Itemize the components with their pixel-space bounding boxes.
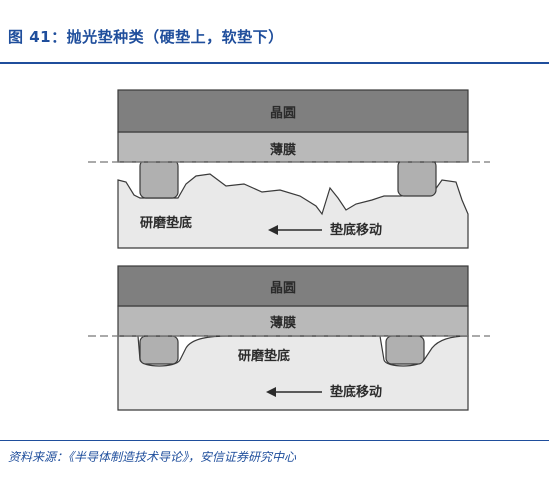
top-film-layer [117, 131, 469, 163]
bottom-pad-base [117, 335, 469, 411]
bottom-wafer-label: 晶圆 [270, 281, 296, 296]
bottom-movement-label: 垫底移动 [330, 384, 382, 400]
soft-pad-diagram: 晶圆 薄膜 研磨垫底 垫底移动 [88, 265, 490, 411]
bottom-movement-arrow [266, 387, 322, 397]
bottom-pad-label: 研磨垫底 [238, 348, 290, 364]
bottom-film-label: 薄膜 [270, 315, 296, 331]
figure-title: 图 41：抛光垫种类（硬垫上，软垫下） [8, 28, 284, 46]
top-film-label: 薄膜 [270, 142, 296, 158]
source-divider [0, 440, 549, 441]
top-pad-label: 研磨垫底 [140, 215, 192, 231]
bottom-feature-right [385, 335, 425, 365]
top-movement-label: 垫底移动 [330, 222, 382, 238]
top-wafer-label: 晶圆 [270, 106, 296, 121]
top-pad-base [117, 173, 469, 249]
top-feature-left [139, 159, 179, 199]
title-divider [0, 62, 549, 64]
top-movement-arrow [268, 225, 322, 235]
hard-pad-diagram: 晶圆 薄膜 研磨垫底 垫底移动 [88, 89, 490, 249]
top-feature-right [397, 159, 437, 197]
figure-source: 资料来源：《半导体制造技术导论》，安信证券研究中心 [8, 450, 297, 464]
bottom-feature-left [139, 335, 179, 365]
top-wafer-layer [117, 89, 469, 133]
bottom-wafer-layer [117, 265, 469, 307]
